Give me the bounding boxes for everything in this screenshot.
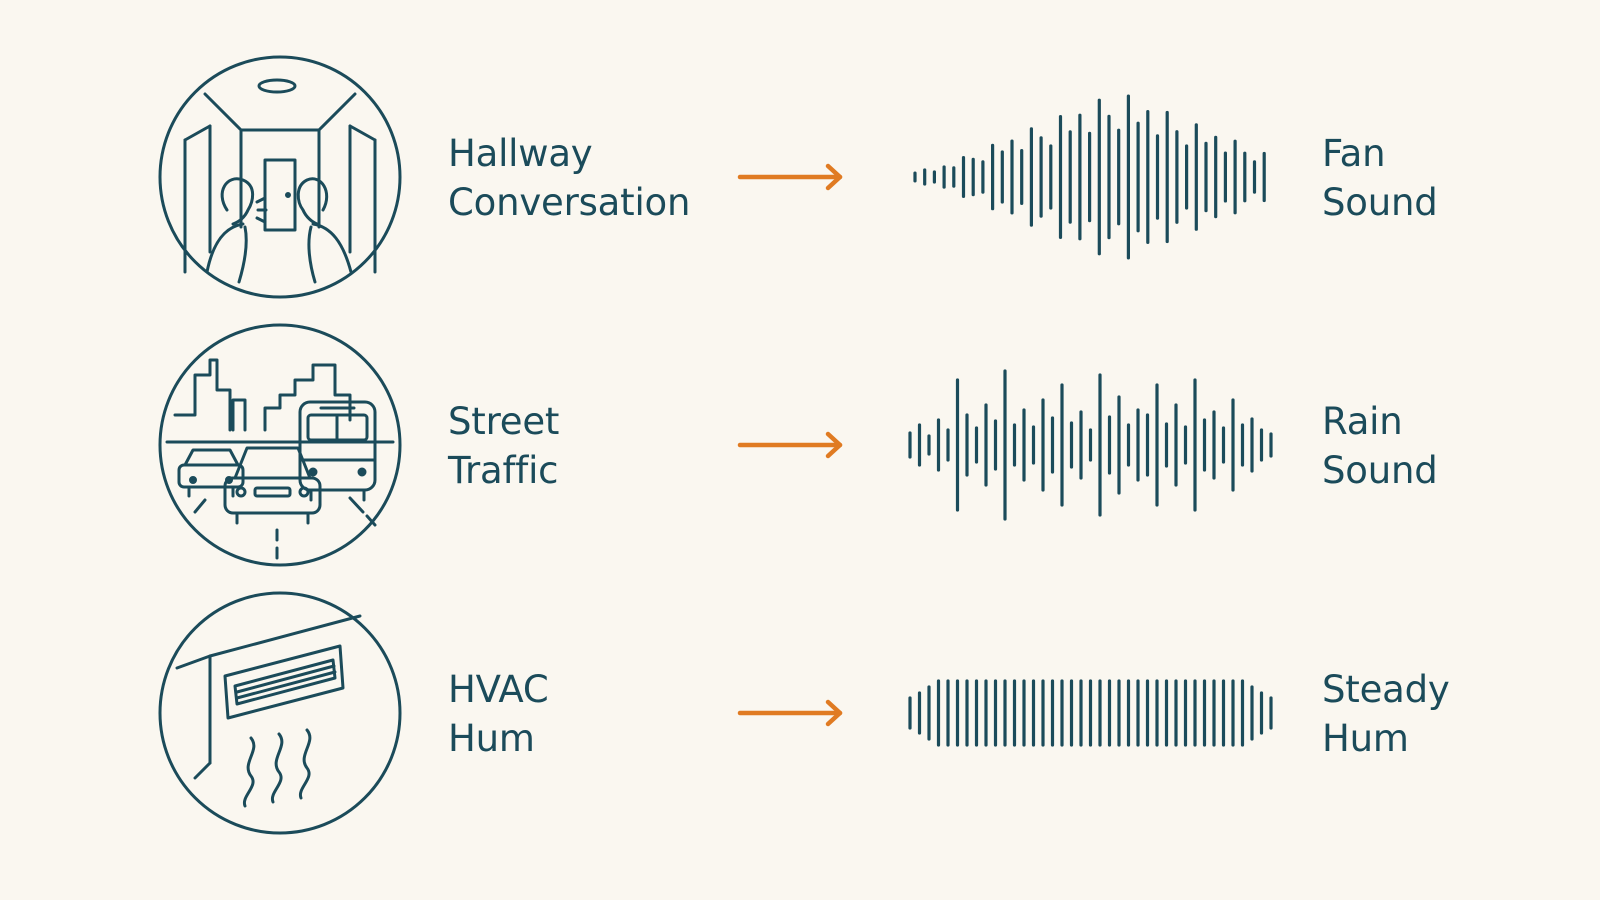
source-line-2: Hum: [448, 717, 535, 760]
street-traffic-icon: [155, 320, 405, 570]
arrow-right-icon: [736, 162, 848, 192]
waveform-rain-bars: [908, 369, 1273, 521]
target-line-1: Steady: [1322, 668, 1450, 711]
target-line-1: Rain: [1322, 400, 1403, 443]
source-label-hvac: HVAC Hum: [448, 665, 549, 763]
row-hallway: Hallway Conversation Fan Sound: [0, 52, 1600, 302]
arrow-right-icon: [736, 430, 848, 460]
row-street: Street Traffic Rain Sound: [0, 320, 1600, 570]
arrow-right-icon: [736, 698, 848, 728]
row-hvac: HVAC Hum Steady Hum: [0, 588, 1600, 838]
source-label-street: Street Traffic: [448, 397, 559, 495]
source-line-1: Street: [448, 400, 560, 443]
source-line-1: Hallway: [448, 132, 593, 175]
target-label-fan: Fan Sound: [1322, 129, 1438, 227]
target-label-steady-hum: Steady Hum: [1322, 665, 1450, 763]
waveform-steady-hum: [895, 588, 1295, 838]
waveform-rain: [895, 320, 1295, 570]
target-line-2: Sound: [1322, 181, 1438, 224]
source-line-2: Conversation: [448, 181, 691, 224]
target-line-1: Fan: [1322, 132, 1386, 175]
hvac-vent-icon: [155, 588, 405, 838]
source-line-1: HVAC: [448, 668, 549, 711]
waveform-steady-hum-bars: [908, 679, 1273, 747]
waveform-fan: [895, 52, 1295, 302]
source-label-hallway: Hallway Conversation: [448, 129, 690, 227]
waveform-fan-bars: [913, 94, 1266, 260]
target-line-2: Sound: [1322, 449, 1438, 492]
hallway-conversation-icon: [155, 52, 405, 302]
target-line-2: Hum: [1322, 717, 1409, 760]
target-label-rain: Rain Sound: [1322, 397, 1438, 495]
source-line-2: Traffic: [448, 449, 559, 492]
